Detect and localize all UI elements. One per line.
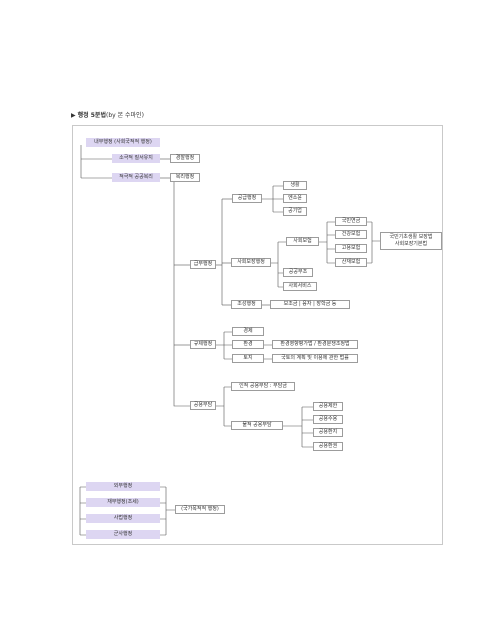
node-gyuje-item: 토지 (232, 354, 264, 363)
connector-sahoeboheom-items (319, 221, 335, 264)
heading-suffix: (by 본 수마인) (105, 112, 144, 119)
node-hwangyeong-detail: 환경영향평가법 / 환경분쟁조정법 (272, 340, 358, 349)
node-oemu: 외무행정 (86, 482, 160, 491)
node-sahoebojang: 사회보장행정 (231, 258, 271, 267)
node-muljeok-item: 공용수용 (313, 415, 343, 424)
node-gonggeup-item: 생활 (283, 181, 307, 190)
node-gyuje-item: 경제 (232, 327, 264, 336)
connector-gongyong-items (216, 386, 231, 427)
connector-bottom-bracket (79, 486, 175, 536)
node-geupbu: 급부행정 (190, 260, 216, 269)
node-muljeok-item: 공용환권 (313, 442, 343, 451)
node-law-note: 국민기초생활 보장법 사회보장기본법 (380, 232, 442, 250)
node-boheom-item: 고용보험 (335, 244, 367, 253)
node-bokri: 복리행정 (170, 173, 200, 182)
triangle-bullet-icon: ▶ (71, 112, 76, 119)
node-gongyong: 공용부담 (190, 401, 216, 410)
diagram-frame (72, 125, 443, 545)
node-muljeok: 물적 공용부담 (231, 421, 283, 430)
node-national-purpose: (국가목적적 행정) (175, 505, 225, 514)
law-note-line: 사회보장기본법 (394, 241, 428, 247)
node-sabeop: 사법행정 (86, 514, 160, 523)
node-boheom-item: 산재보험 (335, 258, 367, 267)
node-jeokgeuk: 적극적 공공복리 (112, 173, 160, 182)
heading-title: 행정 5분법 (77, 112, 106, 119)
node-gonggeup: 공급행정 (232, 194, 262, 203)
connector-gyuje-items (216, 331, 232, 360)
law-note-line: 국민기초생활 보장법 (389, 234, 433, 241)
node-naemu: 내무행정 (사회국적적 행정) (86, 138, 160, 147)
node-gyuje-item: 환경 (232, 340, 264, 349)
node-joseong-detail: 보조금 | 융자 | 장학금 등 (270, 300, 350, 309)
node-gyuje: 규제행정 (190, 340, 216, 349)
connector-boheom-note (367, 221, 380, 264)
node-gongjeok: 공공부조 (283, 268, 313, 277)
node-muljeok-item: 공용제한 (313, 402, 343, 411)
connector-bokri-trunk (173, 182, 190, 407)
node-gonggeup-item: 엔소윤 (283, 194, 307, 203)
node-joseong: 조성행정 (231, 300, 262, 309)
node-service: 사회서비스 (283, 282, 317, 291)
node-gonggeup-item: 공기업 (283, 207, 307, 216)
connector-sahoebojang-items (271, 241, 286, 288)
node-boheom-item: 건강보험 (335, 230, 367, 239)
node-toji-detail: 국토의 계획 및 이용에 관한 법률 (272, 354, 358, 363)
connector-gonggeup-items (262, 185, 283, 213)
section-heading: ▶행정 5분법(by 본 수마인) (71, 110, 144, 119)
connector-muljeok-items (283, 406, 313, 448)
node-muljeok-item: 공용환지 (313, 428, 343, 437)
node-gunsa: 군사행정 (86, 530, 160, 539)
node-sahoeboheom: 사회보험 (286, 237, 319, 246)
node-jaemu: 재무행정(조세) (86, 498, 160, 507)
node-injeok: 인적 공용부담 : 부담금 (231, 382, 295, 391)
node-sogeuk: 소극적 질서유지 (112, 154, 160, 163)
connector-gyuje-details (264, 344, 272, 360)
node-boheom-item: 국민연금 (335, 217, 367, 226)
node-gyeongchal: 경찰행정 (170, 154, 200, 163)
